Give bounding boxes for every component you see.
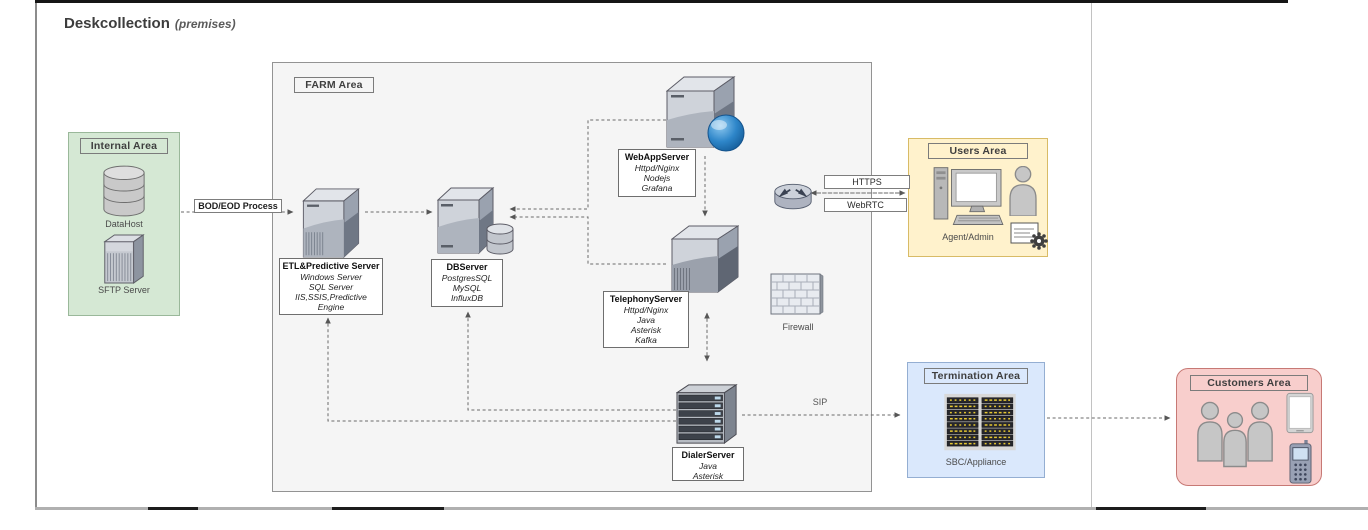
users-area-label: Users Area — [928, 143, 1028, 159]
customers-area-label: Customers Area — [1190, 375, 1308, 391]
internal-area-label: Internal Area — [80, 138, 168, 154]
dialer-line-1: Asterisk — [692, 471, 724, 481]
farm-area-label: FARM Area — [294, 77, 374, 93]
telephony-server-icon — [670, 225, 740, 293]
etl-server-icon — [300, 187, 362, 259]
dialer-server-label: DialerServer Java Asterisk — [672, 447, 744, 481]
edge-label-webrtc: WebRTC — [824, 198, 907, 212]
internal-area — [68, 132, 180, 316]
title-text: Deskcollection — [64, 15, 170, 32]
bottom-rule-segment — [148, 507, 198, 510]
tablet-icon — [1286, 392, 1314, 434]
admin-settings-icon — [1010, 220, 1048, 250]
db-line-0: PostgresSQL — [441, 273, 493, 283]
telephony-line-1: Java — [637, 315, 655, 325]
edge-label-sip: SIP — [812, 397, 828, 407]
db-title: DBServer — [446, 262, 488, 272]
termination-area-label: Termination Area — [924, 368, 1028, 384]
sftp-caption: SFTP Server — [98, 285, 150, 295]
webapp-line-1: Nodejs — [643, 173, 671, 183]
db-line-2: InfluxDB — [450, 293, 484, 303]
sbc-appliance-caption: SBC/Appliance — [945, 457, 1007, 467]
etl-line-1: SQL Server — [308, 282, 354, 292]
webapp-title: WebAppServer — [624, 152, 690, 162]
dialer-server-icon — [675, 382, 740, 446]
etl-line-2: IIS,SSIS,Predictive — [295, 292, 367, 302]
db-line-1: MySQL — [452, 283, 482, 293]
webapp-server-label: WebAppServer Httpd/Nginx Nodejs Grafana — [618, 149, 696, 197]
agent-admin-caption: Agent/Admin — [942, 232, 994, 242]
edge-label-https: HTTPS — [824, 175, 910, 189]
sbc-appliance-icon — [944, 392, 1016, 454]
database-icon — [101, 164, 147, 218]
webapp-server-icon — [665, 76, 748, 154]
bottom-rule-segment — [332, 507, 444, 510]
premises-frame — [35, 1, 1092, 508]
db-server-icon — [436, 186, 516, 257]
customers-people-icon — [1196, 398, 1274, 470]
etl-title: ETL&Predictive Server — [282, 261, 380, 271]
webapp-line-2: Grafana — [641, 183, 673, 193]
webapp-line-0: Httpd/Nginx — [634, 163, 680, 173]
user-person-icon — [1008, 165, 1038, 217]
page-title: Deskcollection (premises) — [64, 15, 236, 32]
telephony-line-0: Httpd/Nginx — [623, 305, 669, 315]
etl-line-0: Windows Server — [300, 272, 362, 282]
dialer-title: DialerServer — [681, 450, 735, 460]
frame-top-rule — [35, 0, 1288, 3]
edge-label-bod-eod: BOD/EOD Process — [194, 199, 282, 213]
firewall-icon — [770, 270, 826, 320]
title-suffix: (premises) — [174, 17, 236, 31]
frame-bottom-rule — [35, 507, 1368, 510]
dialer-line-0: Java — [699, 461, 717, 471]
datahost-caption: DataHost — [105, 219, 143, 229]
mobile-phone-icon — [1288, 440, 1313, 484]
telephony-line-3: Kafka — [635, 335, 657, 345]
bottom-rule-segment — [1096, 507, 1206, 510]
telephony-title: TelephonyServer — [609, 294, 683, 304]
router-icon — [773, 182, 813, 212]
firewall-caption: Firewall — [782, 322, 814, 332]
telephony-server-label: TelephonyServer Httpd/Nginx Java Asteris… — [603, 291, 689, 348]
sftp-server-icon — [103, 234, 145, 284]
etl-server-label: ETL&Predictive Server Windows Server SQL… — [279, 258, 383, 315]
telephony-line-2: Asterisk — [630, 325, 662, 335]
db-server-label: DBServer PostgresSQL MySQL InfluxDB — [431, 259, 503, 307]
etl-line-3: Engine — [317, 302, 345, 312]
agent-computer-icon — [930, 164, 1006, 230]
